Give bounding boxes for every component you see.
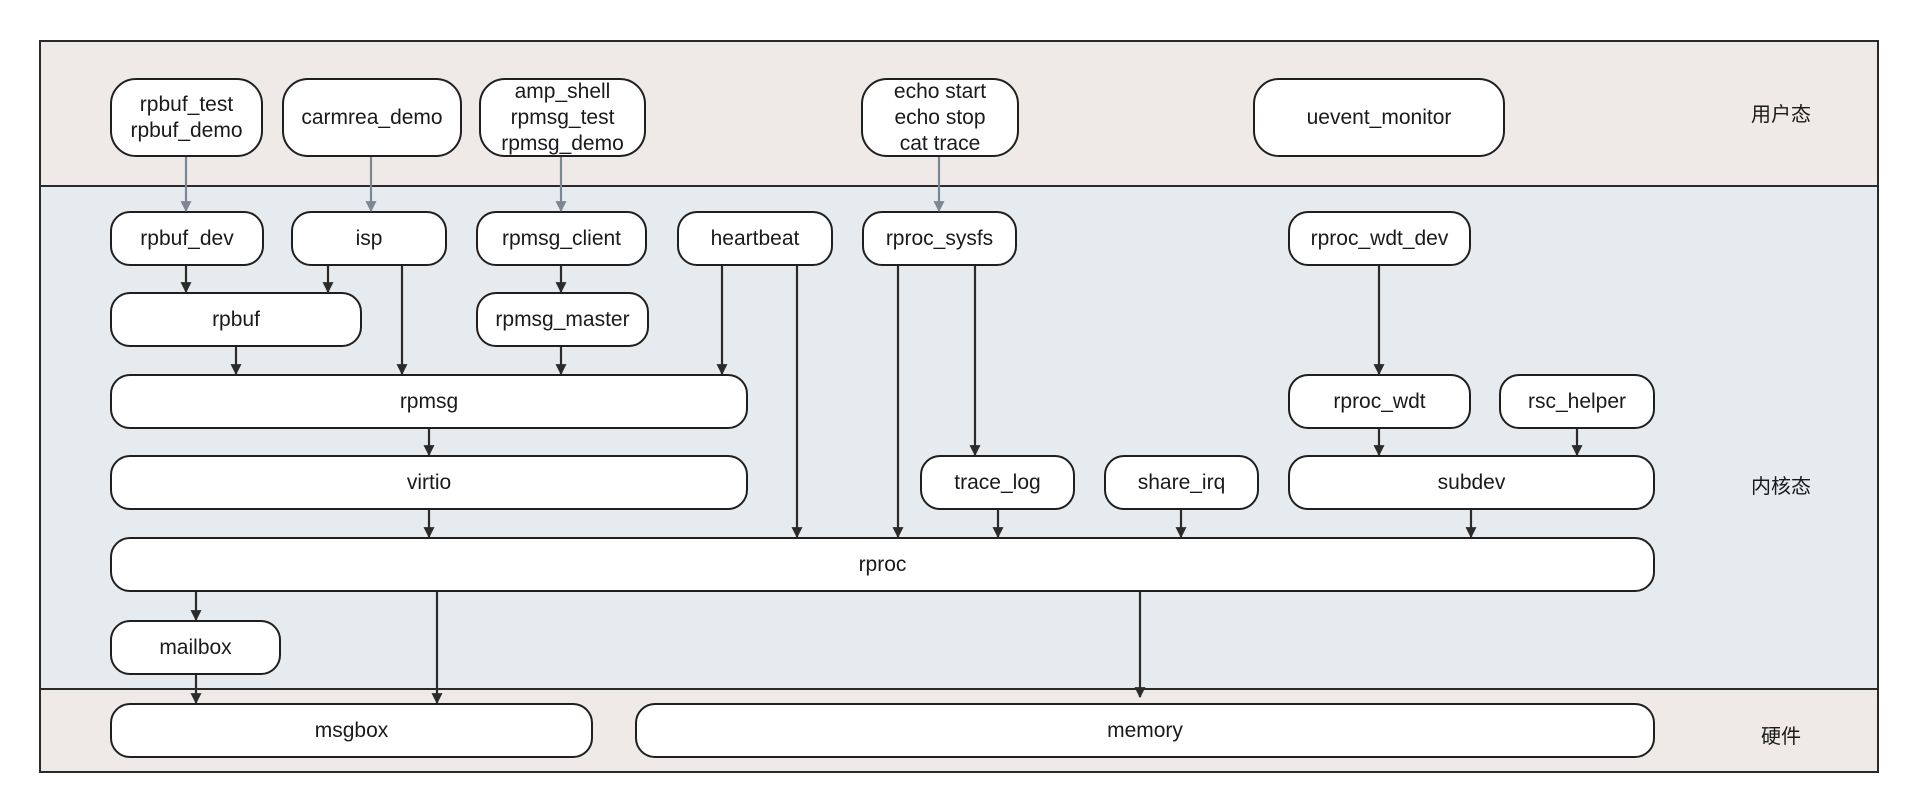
rpmsg-apps-box: amp_shell rpmsg_test rpmsg_demo <box>479 78 646 157</box>
rpmsg-demo-label: rpmsg_demo <box>501 131 624 155</box>
rpmsg-client-label: rpmsg_client <box>501 226 622 250</box>
rproc-label: rproc <box>858 552 907 576</box>
mailbox-label: mailbox <box>159 635 232 659</box>
echo-stop-label: echo stop <box>894 105 986 129</box>
rpbuf-test-label: rpbuf_test <box>139 92 234 116</box>
msgbox-label: msgbox <box>314 718 389 742</box>
outer-frame <box>39 40 1879 773</box>
rpbuf-apps-box: rpbuf_test rpbuf_demo <box>110 78 263 157</box>
rpmsg-box: rpmsg <box>110 374 748 429</box>
share-irq-label: share_irq <box>1137 470 1226 494</box>
subdev-box: subdev <box>1288 455 1655 510</box>
carmrea-demo-box: carmrea_demo <box>282 78 462 157</box>
rpmsg-test-label: rpmsg_test <box>510 105 615 129</box>
rpbuf-box: rpbuf <box>110 292 362 347</box>
isp-label: isp <box>355 226 383 250</box>
rpbuf-label: rpbuf <box>212 307 260 331</box>
rproc-box: rproc <box>110 537 1655 592</box>
virtio-box: virtio <box>110 455 748 510</box>
rproc-sysfs-box: rproc_sysfs <box>862 211 1017 266</box>
kernel-layer-label: 内核态 <box>1751 476 1811 498</box>
rpbuf-dev-box: rpbuf_dev <box>110 211 264 266</box>
trace-log-box: trace_log <box>920 455 1075 510</box>
rpbuf-dev-label: rpbuf_dev <box>140 226 234 250</box>
rproc-wdt-dev-box: rproc_wdt_dev <box>1288 211 1471 266</box>
rproc-wdt-label: rproc_wdt <box>1333 389 1426 413</box>
kernel-layer-band <box>40 186 1878 689</box>
cat-trace-label: cat trace <box>899 131 981 155</box>
heartbeat-label: heartbeat <box>710 226 800 250</box>
rproc-wdt-dev-label: rproc_wdt_dev <box>1310 226 1449 250</box>
share-irq-box: share_irq <box>1104 455 1259 510</box>
echo-commands-box: echo start echo stop cat trace <box>861 78 1019 157</box>
rpbuf-demo-label: rpbuf_demo <box>130 118 243 142</box>
msgbox-box: msgbox <box>110 703 593 758</box>
rproc-sysfs-label: rproc_sysfs <box>885 226 994 250</box>
virtio-label: virtio <box>406 470 452 494</box>
rpmsg-master-box: rpmsg_master <box>476 292 649 347</box>
heartbeat-box: heartbeat <box>677 211 833 266</box>
memory-label: memory <box>1107 718 1183 742</box>
isp-box: isp <box>291 211 447 266</box>
rproc-wdt-box: rproc_wdt <box>1288 374 1471 429</box>
rsc-helper-label: rsc_helper <box>1527 389 1627 413</box>
mailbox-box: mailbox <box>110 620 281 675</box>
subdev-label: subdev <box>1437 470 1506 494</box>
rpmsg-label: rpmsg <box>399 389 459 413</box>
rpmsg-master-label: rpmsg_master <box>495 307 630 331</box>
memory-box: memory <box>635 703 1655 758</box>
rsc-helper-box: rsc_helper <box>1499 374 1655 429</box>
carmrea-demo-label: carmrea_demo <box>301 105 443 129</box>
hardware-layer-label: 硬件 <box>1761 726 1801 748</box>
echo-start-label: echo start <box>893 79 987 103</box>
rpmsg-client-box: rpmsg_client <box>476 211 647 266</box>
amp-shell-label: amp_shell <box>514 79 611 103</box>
uevent-monitor-label: uevent_monitor <box>1306 105 1452 129</box>
user-layer-label: 用户态 <box>1751 104 1811 126</box>
uevent-monitor-box: uevent_monitor <box>1253 78 1505 157</box>
trace-log-label: trace_log <box>954 470 1041 494</box>
